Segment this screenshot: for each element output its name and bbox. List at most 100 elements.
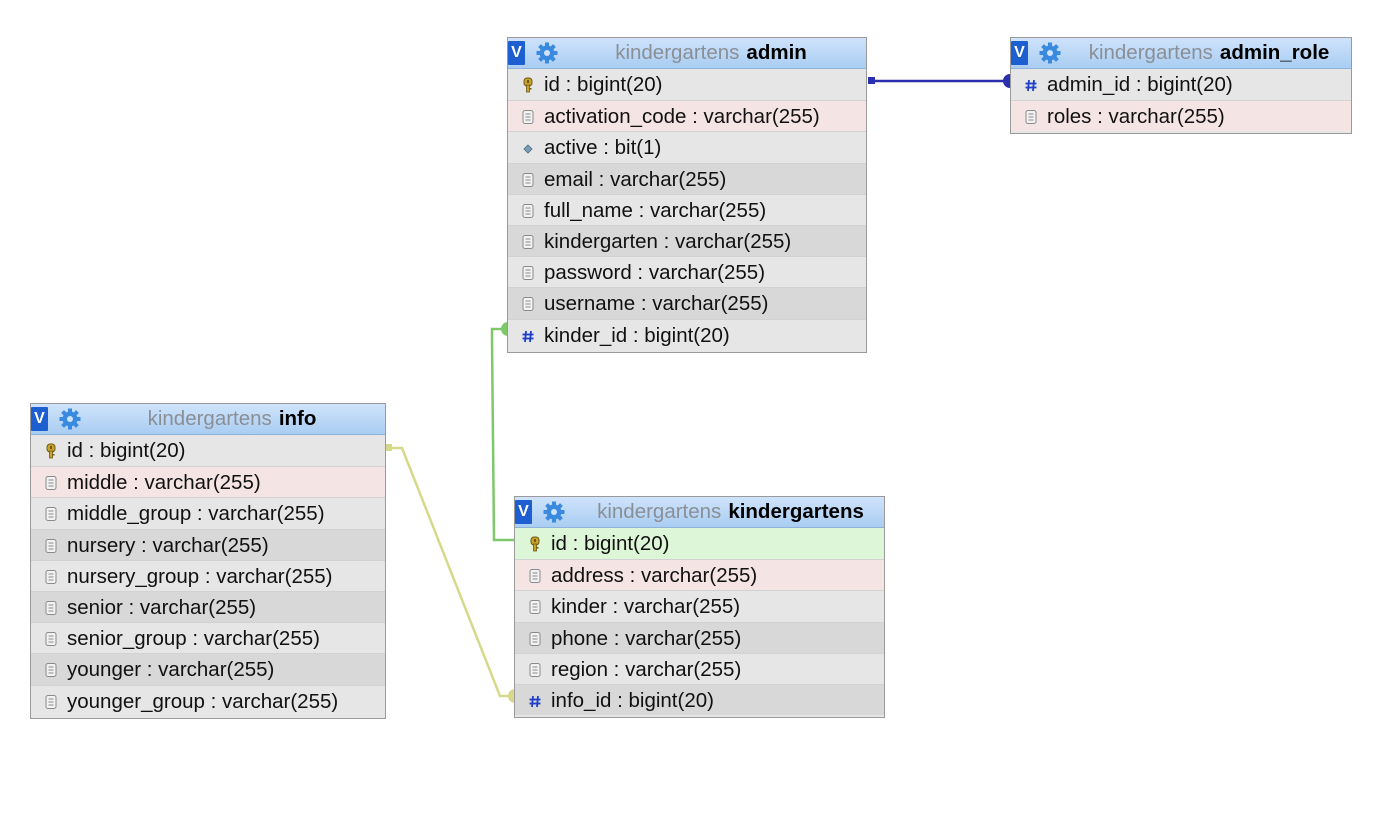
primary-key-icon [523,77,533,93]
relation-admin-role-to-admin-start [868,77,875,84]
gear-icon[interactable] [58,407,82,431]
column-label: kinder : varchar(255) [551,595,741,619]
relation-kindergartens-to-info [386,446,514,698]
column-icon [45,538,57,553]
column-label: full_name : varchar(255) [544,198,767,222]
column-icon [45,632,57,647]
relation-admin-role-to-admin-end [1003,74,1010,88]
column-icon [529,600,541,615]
column-label: id : bigint(20) [544,73,663,96]
column-label: email : varchar(255) [544,167,727,191]
column-row[interactable]: younger : varchar(255) [31,653,385,685]
column-row[interactable]: password : varchar(255) [508,256,866,288]
column-label: younger : varchar(255) [67,658,275,682]
toggle-v-icon[interactable]: V [508,41,525,65]
column-row[interactable]: id : bigint(20) [515,528,884,560]
relation-kindergartens-to-info-start [385,444,392,451]
column-list: id : bigint(20) address : varchar(255) kin… [515,528,884,716]
column-row[interactable]: address : varchar(255) [515,559,884,591]
column-label: middle : varchar(255) [67,471,261,495]
column-row[interactable]: middle : varchar(255) [31,466,385,498]
primary-key-icon [46,443,56,459]
column-row[interactable]: region : varchar(255) [515,652,884,684]
column-row[interactable]: username : varchar(255) [508,287,866,319]
toggle-v-icon[interactable]: V [1011,41,1028,65]
column-label: nursery_group : varchar(255) [67,564,333,588]
column-icon [522,234,534,249]
column-row[interactable]: id : bigint(20) [31,435,385,467]
column-label: nursery : varchar(255) [67,533,269,557]
toggle-v-icon[interactable]: V [515,500,532,524]
bit-column-icon [523,144,533,154]
column-row[interactable]: admin_id : bigint(20) [1011,69,1351,101]
column-label: senior : varchar(255) [67,595,257,619]
column-label: younger_group : varchar(255) [67,689,339,713]
column-row[interactable]: middle_group : varchar(255) [31,497,385,529]
column-row[interactable]: info_id : bigint(20) [515,683,884,716]
column-label: id : bigint(20) [551,532,670,555]
column-icon [45,694,57,709]
column-list: id : bigint(20) middle : varchar(255) midd… [31,435,385,716]
column-list: admin_id : bigint(20) roles : varchar(255… [1011,69,1351,132]
relation-admin-to-kindergartens [490,327,514,542]
column-label: id : bigint(20) [67,439,186,462]
column-icon [522,203,534,218]
gear-icon[interactable] [1038,41,1062,65]
column-icon [1025,110,1037,125]
column-row[interactable]: kinder_id : bigint(20) [508,318,866,350]
column-icon [45,663,57,678]
column-label: address : varchar(255) [551,564,758,588]
gear-icon[interactable] [542,500,566,524]
numeric-column-icon [522,330,534,342]
column-row[interactable]: younger_group : varchar(255) [31,684,385,716]
column-row[interactable]: full_name : varchar(255) [508,193,866,225]
column-label: activation_code : varchar(255) [544,105,820,129]
column-row[interactable]: roles : varchar(255) [1011,100,1351,132]
column-row[interactable]: phone : varchar(255) [515,621,884,653]
column-label: info_id : bigint(20) [551,688,714,712]
column-label: kinder_id : bigint(20) [544,323,730,347]
column-label: roles : varchar(255) [1047,105,1225,129]
numeric-column-icon [1025,79,1037,92]
column-icon [529,662,541,677]
column-label: admin_id : bigint(20) [1047,73,1233,96]
toggle-v-icon[interactable]: V [31,407,48,431]
column-row[interactable]: senior : varchar(255) [31,590,385,623]
column-row[interactable]: nursery : varchar(255) [31,528,385,560]
column-icon [529,569,541,584]
column-label: kindergarten : varchar(255) [544,229,792,253]
column-row[interactable]: kinder : varchar(255) [515,590,884,622]
column-row[interactable]: active : bit(1) [508,131,866,163]
column-icon [522,110,534,125]
column-label: senior_group : varchar(255) [67,627,320,651]
column-icon [522,297,534,312]
column-label: middle_group : varchar(255) [67,502,325,526]
column-row[interactable]: nursery_group : varchar(255) [31,559,385,591]
column-row[interactable]: kindergarten : varchar(255) [508,224,866,257]
column-icon [45,476,57,491]
column-row[interactable]: senior_group : varchar(255) [31,622,385,654]
column-icon [529,631,541,646]
column-label: region : varchar(255) [551,657,742,681]
column-label: username : varchar(255) [544,292,769,316]
numeric-column-icon [529,695,541,708]
column-row[interactable]: id : bigint(20) [508,69,866,101]
column-list: id : bigint(20) activation_code : varchar… [508,69,866,350]
column-row[interactable]: activation_code : varchar(255) [508,100,866,132]
column-label: password : varchar(255) [544,261,766,285]
column-row[interactable]: email : varchar(255) [508,162,866,194]
gear-icon[interactable] [535,41,559,65]
column-icon [522,172,534,187]
column-icon [45,507,57,522]
